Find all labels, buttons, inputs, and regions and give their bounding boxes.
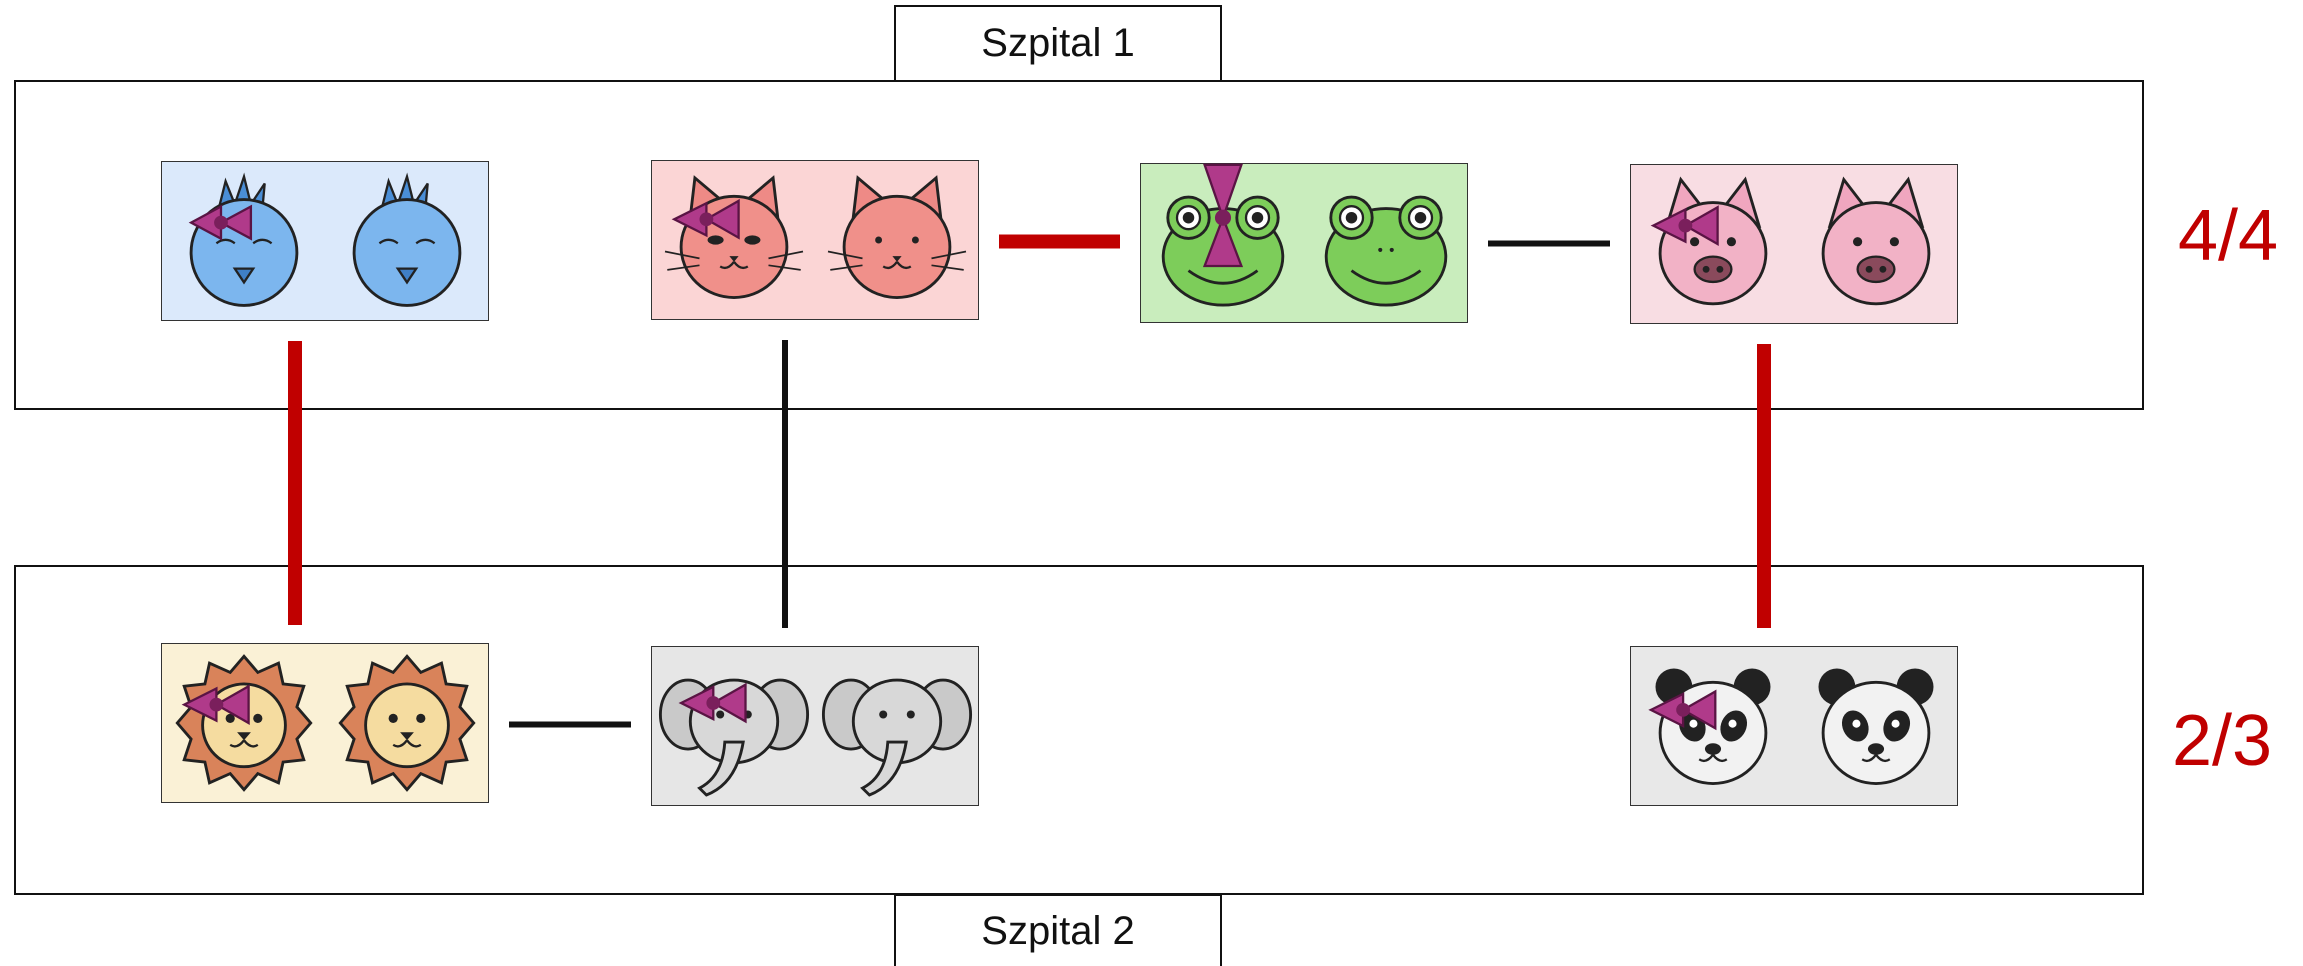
bow-icon <box>1650 205 1719 246</box>
elephant-icon <box>821 678 972 797</box>
cat-pair-card <box>651 160 979 320</box>
cat-icon <box>664 175 803 299</box>
bow-icon <box>181 684 250 725</box>
bow-icon <box>1202 163 1243 268</box>
frog-icon <box>1161 163 1284 307</box>
frog-icon <box>1324 195 1447 307</box>
panda-icon <box>1818 668 1933 785</box>
hospital-1-label: Szpital 1 <box>894 5 1222 82</box>
hospital-2-score: 2/3 <box>2172 701 2273 781</box>
lion-icon <box>337 654 476 792</box>
hospital-1-score: 4/4 <box>2178 196 2279 276</box>
pig-icon <box>1821 176 1930 306</box>
bird-pair-card <box>161 161 489 321</box>
cat-icon <box>827 175 966 299</box>
elephant-icon <box>658 678 809 797</box>
frog-pair-card <box>1140 163 1468 323</box>
pig-pair-card <box>1630 164 1958 324</box>
lion-icon <box>174 654 313 792</box>
pig-icon <box>1650 176 1767 306</box>
bow-icon <box>188 204 252 241</box>
bow-icon <box>678 682 747 724</box>
panda-icon <box>1647 668 1770 785</box>
bow-icon <box>1647 689 1716 731</box>
bird-icon <box>352 172 461 307</box>
bow-icon <box>671 198 740 240</box>
hospital-2-label: Szpital 2 <box>894 894 1222 966</box>
lion-pair-card <box>161 643 489 803</box>
elephant-pair-card <box>651 646 979 806</box>
bird-icon <box>188 172 298 307</box>
panda-pair-card <box>1630 646 1958 806</box>
